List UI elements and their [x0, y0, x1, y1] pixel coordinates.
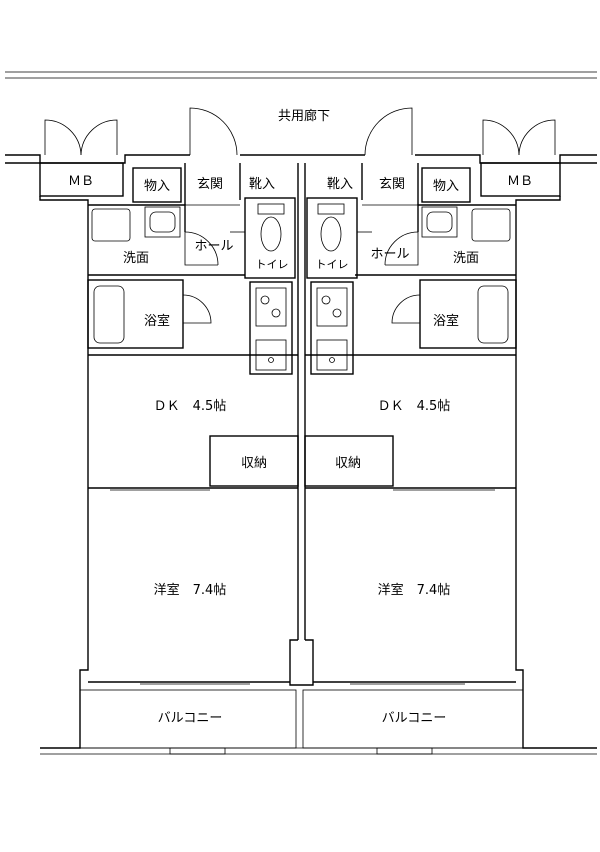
washing-machine-pan-right — [471, 208, 511, 242]
wash-basin-left — [144, 206, 181, 238]
bathtub-right — [477, 285, 509, 344]
washroom-label-right: 洗面 — [453, 251, 479, 266]
sink-drain-left — [268, 357, 274, 363]
mb-door-right-b — [518, 119, 556, 156]
entrance-door-left — [189, 107, 238, 156]
storage-box-right — [421, 167, 471, 203]
party-wall-end — [289, 639, 314, 686]
mb-door-left-b — [80, 119, 118, 156]
hall-label-left: ホール — [194, 239, 233, 254]
bath-room-left — [87, 279, 184, 349]
corridor-wall-left — [5, 154, 190, 164]
closet-left — [209, 435, 299, 487]
wash-door-left — [184, 232, 218, 266]
entrance-label-left: 玄関 — [197, 177, 223, 192]
wash-wall-right — [417, 204, 516, 232]
toilet-tank-left — [257, 203, 285, 215]
wash-door-right — [385, 232, 419, 266]
mb-label-left: ＭＢ — [68, 174, 94, 189]
bath-door-left — [182, 294, 212, 324]
balcony-label-left: バルコニー — [158, 711, 223, 726]
drain-right — [376, 747, 433, 755]
stove-left — [255, 287, 287, 327]
mb-box-left — [39, 162, 124, 197]
entrance-label-right: 玄関 — [379, 177, 405, 192]
entrance-door-right — [364, 107, 413, 156]
wash-basin-bowl-left — [149, 211, 176, 233]
bath-door-right — [391, 294, 421, 324]
corridor-label: 共用廊下 — [278, 108, 330, 124]
drain-left — [169, 747, 226, 755]
western-label-left: 洋室 7.4帖 — [154, 582, 227, 598]
balcony-label-right: バルコニー — [382, 711, 447, 726]
wash-door-arc-left — [184, 231, 219, 266]
dk-label-left: ＤＫ 4.5帖 — [154, 399, 227, 414]
bath-room-right — [419, 279, 517, 349]
burner-left-b — [271, 308, 281, 318]
mb-label-right: ＭＢ — [507, 174, 533, 189]
outer-wall-right — [515, 196, 597, 749]
washing-machine-pan-left — [91, 208, 131, 242]
burner-right-a — [321, 295, 331, 305]
closet-label-left: 収納 — [241, 456, 267, 471]
bath-label-left: 浴室 — [144, 313, 170, 329]
wash-door-arc-right — [384, 231, 419, 266]
outer-wall-left — [39, 196, 89, 749]
toilet-bowl-left — [260, 216, 282, 252]
shoe-label-left: 靴入 — [249, 177, 275, 192]
storage-label-left: 物入 — [144, 179, 170, 194]
burner-left-a — [260, 295, 270, 305]
western-label-right: 洋室 7.4帖 — [378, 582, 451, 598]
storage-box-left — [132, 167, 182, 203]
corridor-wall-right — [415, 154, 597, 164]
washroom-label-left: 洗面 — [123, 251, 149, 266]
bath-label-right: 浴室 — [433, 313, 459, 329]
toilet-room-left — [244, 197, 296, 279]
toilet-bowl-right — [320, 216, 342, 252]
storage-label-right: 物入 — [433, 179, 459, 194]
stove-right — [316, 287, 348, 327]
toilet-label-left: トイレ — [256, 258, 289, 271]
toilet-tank-right — [317, 203, 345, 215]
mb-box-right — [480, 162, 561, 197]
dk-label-right: ＤＫ 4.5帖 — [378, 399, 451, 414]
hall-label-right: ホール — [370, 247, 409, 262]
mb-door-right-a — [482, 119, 520, 156]
wash-wall-left — [88, 204, 186, 232]
shoe-label-right: 靴入 — [327, 177, 353, 192]
closet-label-right: 収納 — [335, 456, 361, 471]
wash-basin-right — [421, 206, 458, 238]
kitchen-counter-right — [310, 281, 354, 375]
kitchen-counter-left — [249, 281, 293, 375]
burner-right-b — [332, 308, 342, 318]
toilet-room-right — [306, 197, 358, 279]
sink-drain-right — [329, 357, 335, 363]
wash-basin-bowl-right — [426, 211, 453, 233]
toilet-label-right: トイレ — [316, 258, 349, 271]
closet-right — [304, 435, 394, 487]
mb-door-left-a — [44, 119, 82, 156]
bathtub-left — [93, 285, 125, 344]
